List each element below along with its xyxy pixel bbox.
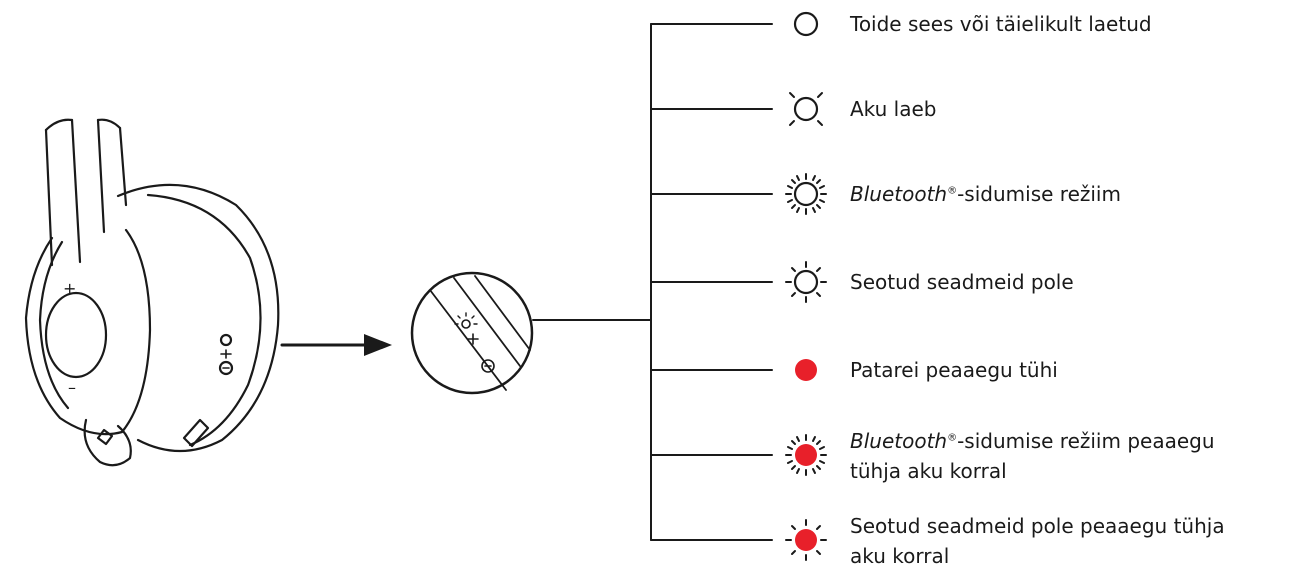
detail-magnifier <box>410 271 534 395</box>
registered-mark: ® <box>947 185 958 197</box>
led-off-icon <box>793 11 819 37</box>
legend-connector <box>532 23 773 541</box>
legend-label-no-devices-low-line1: Seotud seadmeid pole peaaegu tühja <box>850 514 1225 538</box>
legend-label-pairing: Bluetooth®-sidumise režiim <box>850 179 1121 209</box>
led-red-solid-icon <box>795 359 817 381</box>
legend-label-low-battery: Patarei peaaegu tühi <box>850 358 1058 382</box>
legend-label-no-devices: Seotud seadmeid pole <box>850 270 1074 294</box>
led-red-fast-blink-icon <box>785 434 827 476</box>
legend-label-pairing-low-line2: tühja aku korral <box>850 459 1007 483</box>
legend-label-no-devices-low-line2: aku korral <box>850 544 950 568</box>
led-red-slow-blink-icon <box>785 519 827 561</box>
bluetooth-brand: Bluetooth <box>850 429 948 453</box>
led-slow-blink-icon <box>785 261 827 303</box>
volume-plus-icon: + <box>63 279 76 298</box>
legend-label-charging: Aku laeb <box>850 97 937 121</box>
legend-label-no-devices-low: Seotud seadmeid pole peaaegu tühja aku k… <box>850 511 1225 571</box>
legend-label-pairing-low-line1: Bluetooth®-sidumise režiim peaaegu <box>850 426 1215 456</box>
legend-label-power: Toide sees või täielikult laetud <box>850 12 1152 36</box>
headset-illustration: + – <box>24 118 280 467</box>
legend-label-pairing-low-text: -sidumise režiim peaaegu <box>957 429 1215 453</box>
legend-label-pairing-low: Bluetooth®-sidumise režiim peaaegu tühja… <box>850 426 1215 486</box>
legend-label-pairing-text: -sidumise režiim <box>957 182 1121 206</box>
led-pulse-icon <box>789 92 823 126</box>
registered-mark: ® <box>947 432 958 444</box>
arrow-right-icon <box>280 334 392 356</box>
bluetooth-brand: Bluetooth <box>850 182 948 206</box>
led-fast-blink-icon <box>785 173 827 215</box>
volume-minus-icon: – <box>68 378 76 397</box>
